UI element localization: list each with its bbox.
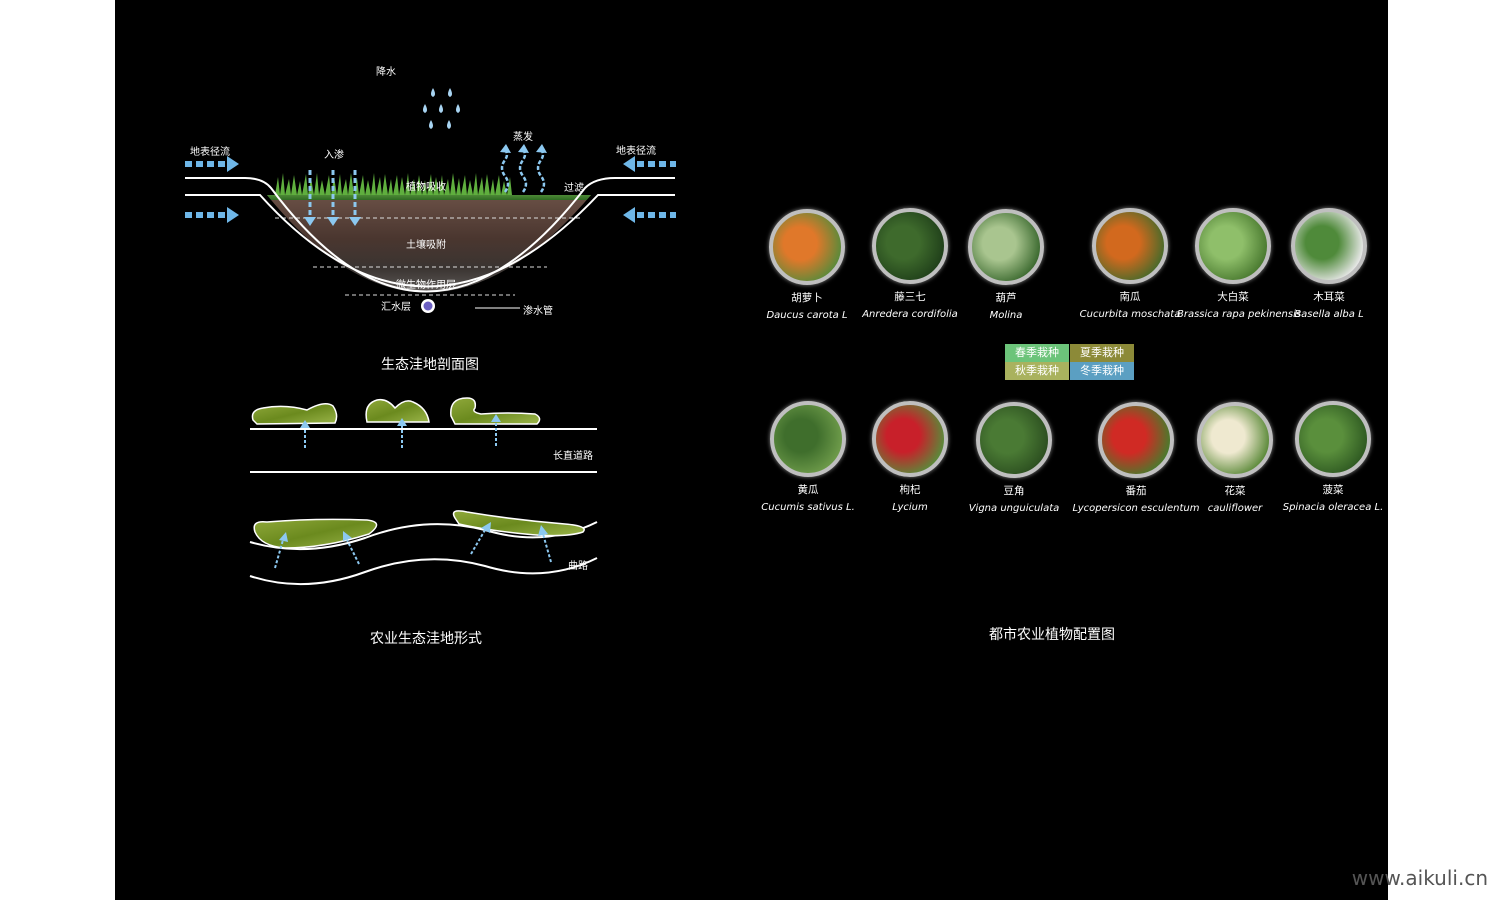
plant-name-latin: Vigna unguiculata xyxy=(968,503,1060,514)
cucumber-photo xyxy=(770,401,846,477)
plant-name-latin: Lycium xyxy=(892,502,928,513)
plant-cauliflower: 花菜 cauliflower xyxy=(1181,402,1289,514)
plant-config-title: 都市农业植物配置图 xyxy=(989,627,1115,643)
curved-road-top xyxy=(249,521,598,551)
presentation-board: 降水 地表径流 地表径流 入渗 蒸发 植物吸收 过滤 土壤吸附 微生物作用层 汇… xyxy=(115,0,1388,900)
grass-blades xyxy=(275,173,512,195)
gourd-photo xyxy=(968,209,1044,285)
plant-name-cn: 葫芦 xyxy=(995,292,1017,304)
plant-name-latin: Cucumis sativus L. xyxy=(761,502,855,513)
season-spring: 春季栽种 xyxy=(1005,344,1069,362)
spinach-photo xyxy=(1295,401,1371,477)
season-winter: 冬季栽种 xyxy=(1070,362,1134,380)
label-seepage-pipe: 渗水管 xyxy=(523,306,553,317)
label-curved-road: 曲路 xyxy=(568,561,588,572)
plant-goji: 枸杞 Lycium xyxy=(855,401,965,513)
curved-road-arrows-icon xyxy=(274,522,552,569)
ground-line-outer xyxy=(185,177,675,293)
infiltration-arrows-icon xyxy=(304,170,361,226)
curved-patch-2 xyxy=(452,510,585,537)
plant-name-latin: Anredera cordifolia xyxy=(862,309,958,320)
label-runoff-left: 地表径流 xyxy=(190,147,230,158)
plant-basella: 木耳菜 Basella alba L xyxy=(1279,208,1379,320)
plant-tomato: 番茄 Lycopersicon esculentum xyxy=(1070,402,1202,514)
curved-patch-1 xyxy=(253,518,378,549)
plant-cabbage: 大白菜 Brassica rapa pekinensis xyxy=(1177,208,1302,320)
cabbage-photo xyxy=(1195,208,1271,284)
label-infiltration: 入渗 xyxy=(324,150,344,161)
straight-patch-3 xyxy=(450,397,541,425)
plant-name-latin: Cucurbita moschata xyxy=(1079,309,1181,320)
plant-name-cn: 藤三七 xyxy=(894,291,926,303)
plant-cowpea: 豆角 Vigna unguiculata xyxy=(959,402,1069,514)
evaporation-arrows-icon xyxy=(500,149,546,193)
label-straight-road: 长直道路 xyxy=(553,451,593,462)
cowpea-photo xyxy=(976,402,1052,478)
season-summer: 夏季栽种 xyxy=(1070,344,1134,362)
soil-bowl xyxy=(267,195,591,293)
plant-gourd: 葫芦 Molina xyxy=(951,209,1061,321)
label-rain: 降水 xyxy=(376,67,396,78)
plant-spinach: 菠菜 Spinacia oleracea L. xyxy=(1275,401,1391,513)
basella-photo xyxy=(1291,208,1367,284)
cauliflower-photo xyxy=(1197,402,1273,478)
straight-road-arrows-icon xyxy=(300,414,501,448)
plant-name-cn: 花菜 xyxy=(1224,485,1246,497)
depression-section-diagram xyxy=(185,88,676,313)
plant-name-cn: 菠菜 xyxy=(1322,484,1344,496)
straight-patch-1 xyxy=(251,403,338,425)
section-diagram-title: 生态洼地剖面图 xyxy=(381,357,479,373)
depression-forms-diagram xyxy=(249,397,598,586)
curved-road-bottom xyxy=(249,557,598,586)
season-autumn: 秋季栽种 xyxy=(1005,362,1069,380)
plant-name-cn: 木耳菜 xyxy=(1313,291,1345,303)
label-plant-absorption: 植物吸收 xyxy=(406,182,446,193)
plant-name-latin: Basella alba L xyxy=(1294,309,1364,320)
plant-name-latin: Brassica rapa pekinensis xyxy=(1177,309,1302,320)
runoff-arrow-right-top-icon xyxy=(623,156,676,172)
label-soil-adsorption: 土壤吸附 xyxy=(406,240,446,251)
plant-name-cn: 大白菜 xyxy=(1217,291,1249,303)
plant-name-cn: 胡萝卜 xyxy=(791,292,823,304)
plant-carrot: 胡萝卜 Daucus carota L xyxy=(752,209,862,321)
plant-name-latin: cauliflower xyxy=(1207,503,1263,514)
plant-pumpkin: 南瓜 Cucurbita moschata xyxy=(1065,208,1195,320)
straight-patch-2 xyxy=(365,398,430,423)
plant-name-latin: Daucus carota L xyxy=(766,310,848,321)
runoff-arrow-right-bottom-icon xyxy=(623,207,676,223)
plant-name-cn: 豆角 xyxy=(1003,485,1025,497)
plant-name-cn: 黄瓜 xyxy=(797,484,819,496)
pumpkin-photo xyxy=(1092,208,1168,284)
runoff-arrow-left-top-icon xyxy=(185,156,239,172)
tomato-photo xyxy=(1098,402,1174,478)
plant-cucumber: 黄瓜 Cucumis sativus L. xyxy=(753,401,863,513)
plant-anredera: 藤三七 Anredera cordifolia xyxy=(855,208,965,320)
runoff-arrow-left-bottom-icon xyxy=(185,207,239,223)
plant-name-cn: 南瓜 xyxy=(1119,291,1141,303)
plant-name-cn: 枸杞 xyxy=(899,484,921,496)
watermark: www.aikuli.cn xyxy=(1351,866,1488,890)
plant-name-cn: 番茄 xyxy=(1125,485,1147,497)
forms-diagram-title: 农业生态洼地形式 xyxy=(370,631,482,647)
ground-line-inner xyxy=(185,194,675,288)
anredera-photo xyxy=(872,208,948,284)
carrot-photo xyxy=(769,209,845,285)
plant-name-latin: Spinacia oleracea L. xyxy=(1282,502,1384,513)
plant-name-latin: Lycopersicon esculentum xyxy=(1072,503,1200,514)
label-filtration: 过滤 xyxy=(564,183,584,194)
label-catchment-layer: 汇水层 xyxy=(381,302,411,313)
rain-drops-icon xyxy=(423,88,460,129)
label-runoff-right: 地表径流 xyxy=(616,146,656,157)
label-microbial-layer: 微生物作用层 xyxy=(396,280,456,291)
label-evaporation: 蒸发 xyxy=(513,132,533,143)
goji-photo xyxy=(872,401,948,477)
plant-name-latin: Molina xyxy=(989,310,1023,321)
